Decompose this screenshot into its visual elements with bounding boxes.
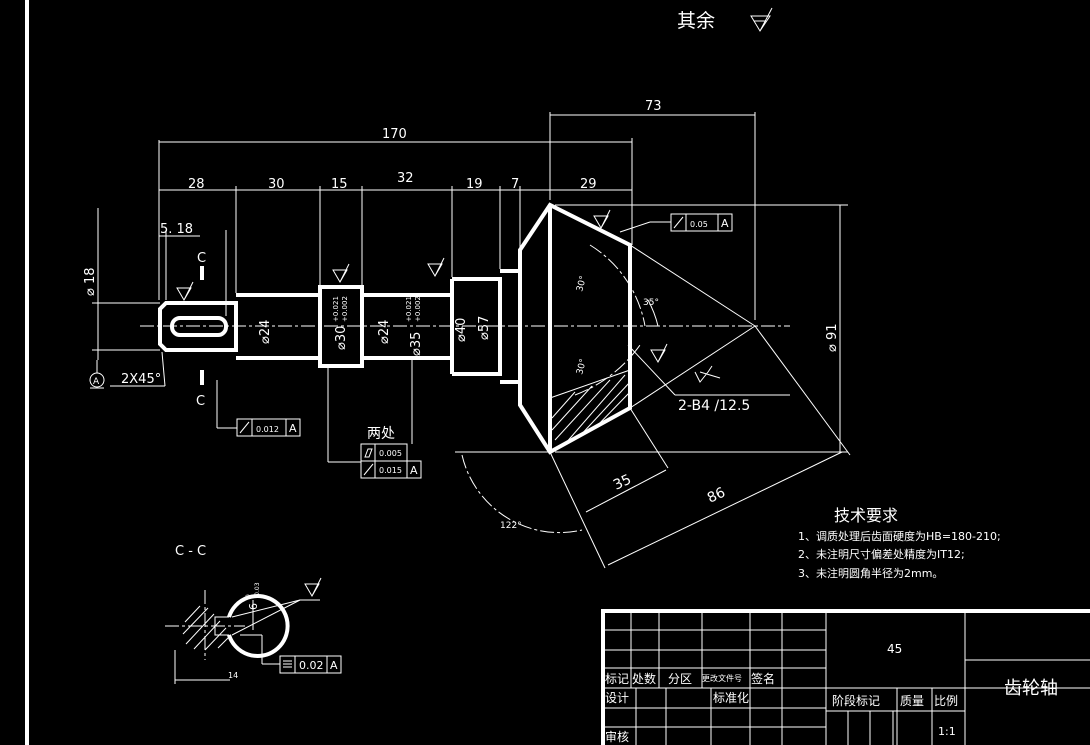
chamfer-leader xyxy=(110,351,166,387)
dim-seg-5: 19 xyxy=(466,177,483,192)
dim-cone-length: 73 xyxy=(645,99,662,114)
section-tol-6-upper: 0 xyxy=(245,594,252,598)
tooth-chamfer-leader xyxy=(627,344,790,396)
dim-slant-86: 86 xyxy=(705,485,728,507)
symmetry-datum: A xyxy=(330,659,338,672)
tooth-chamfer-label: 2-B4 /12.5 xyxy=(678,398,750,414)
chamfer-label: 2X45° xyxy=(121,372,161,387)
angle-122-arc xyxy=(455,451,583,534)
runout-015-datum: A xyxy=(410,464,418,477)
section-tol-6-lower: -0.03 xyxy=(254,582,261,598)
dim-dia-24a: ⌀24 xyxy=(258,320,273,344)
runout-frame-012 xyxy=(216,380,301,437)
runout-012-value: 0.012 xyxy=(256,425,279,434)
section-dim-6: 6 xyxy=(247,603,260,610)
section-title: C - C xyxy=(175,544,206,559)
surface-finish-symbol xyxy=(750,7,773,32)
datum-a-symbol xyxy=(89,360,105,389)
slant-dimensions xyxy=(549,325,851,569)
vertical-dimensions xyxy=(92,204,848,453)
horizontal-dimensions xyxy=(158,112,756,320)
cylindricity-value: 0.005 xyxy=(379,449,402,458)
section-roughness-symbol xyxy=(304,577,322,597)
cylindricity-runout-frames xyxy=(327,360,422,479)
symmetry-frame xyxy=(279,655,342,674)
datum-a-label: A xyxy=(93,377,100,387)
tb-signature: 签名 xyxy=(751,671,775,686)
dim-tol-35-upper: +0.021 xyxy=(405,296,413,322)
dim-total-length: 170 xyxy=(382,127,407,142)
dim-seg-6: 7 xyxy=(511,177,519,192)
material-label: 45 xyxy=(887,642,902,656)
tb-change-doc: 更改文件号 xyxy=(702,673,742,683)
tb-review: 审核 xyxy=(605,729,629,744)
two-places-label: 两处 xyxy=(367,426,395,442)
runout-015-value: 0.015 xyxy=(379,466,402,475)
dim-angle-35: 35° xyxy=(643,298,659,308)
dim-seg-2: 30 xyxy=(268,177,285,192)
tb-standardize: 标准化 xyxy=(713,691,749,705)
dim-keyway: 5. 18 xyxy=(160,222,193,237)
cut-label-bottom: C xyxy=(196,394,205,409)
dim-slant-35: 35 xyxy=(611,472,634,494)
runout-005-datum: A xyxy=(721,217,729,230)
tech-req-item: 2、未注明尺寸偏差处精度为IT12; xyxy=(798,547,965,561)
dim-seg-1: 28 xyxy=(188,177,205,192)
surface-finish-note: 其余 xyxy=(677,10,715,32)
dim-dia-40: ⌀40 xyxy=(454,318,469,342)
tech-req-title: 技术要求 xyxy=(834,506,898,525)
tb-zone: 分区 xyxy=(668,672,692,686)
dim-dia-24b: ⌀24 xyxy=(377,320,392,344)
dim-dia-18: ⌀ 18 xyxy=(83,267,98,296)
dim-seg-4: 32 xyxy=(397,171,414,186)
dim-angle-30a: 30° xyxy=(575,275,589,293)
tooth-section-hatching xyxy=(549,369,631,453)
title-block xyxy=(601,609,1090,745)
runout-frame-005 xyxy=(619,213,733,233)
tb-mark: 标记 xyxy=(605,672,629,686)
section-dim-14: 14 xyxy=(228,671,238,680)
dim-seg-3: 15 xyxy=(331,177,348,192)
tb-weight: 质量 xyxy=(900,694,924,708)
dim-tol-35-lower: +0.002 xyxy=(414,296,422,322)
dim-tol-30-upper: +0.021 xyxy=(332,296,340,322)
tb-scale-value: 1:1 xyxy=(938,725,956,738)
dim-seg-7: 29 xyxy=(580,177,597,192)
tb-scale-label: 比例 xyxy=(934,694,958,708)
symmetry-value: 0.02 xyxy=(299,659,324,672)
dim-angle-122: 122° xyxy=(500,521,522,531)
tech-req-item: 3、未注明圆角半径为2mm。 xyxy=(798,566,943,580)
runout-012-datum: A xyxy=(289,422,297,435)
roughness-symbols xyxy=(176,209,713,383)
tech-req-item: 1、调质处理后齿面硬度为HB=180-210; xyxy=(798,529,1001,543)
part-name: 齿轮轴 xyxy=(1004,678,1058,699)
dim-tol-30-lower: +0.002 xyxy=(341,296,349,322)
cut-label-top: C xyxy=(197,251,206,266)
dim-dia-57: ⌀57 xyxy=(477,316,492,340)
pitch-cone-arcs xyxy=(574,244,659,396)
runout-005-value: 0.05 xyxy=(690,220,708,229)
dim-dia-30: ⌀30 xyxy=(334,326,349,350)
section-view xyxy=(165,590,320,684)
dim-angle-30b: 30° xyxy=(575,358,589,376)
dim-dia-91: ⌀ 91 xyxy=(825,323,840,352)
tb-stage-mark: 阶段标记 xyxy=(832,693,880,708)
dim-dia-35: ⌀35 xyxy=(409,332,424,356)
tb-count: 处数 xyxy=(632,671,656,686)
tb-design: 设计 xyxy=(605,691,629,705)
